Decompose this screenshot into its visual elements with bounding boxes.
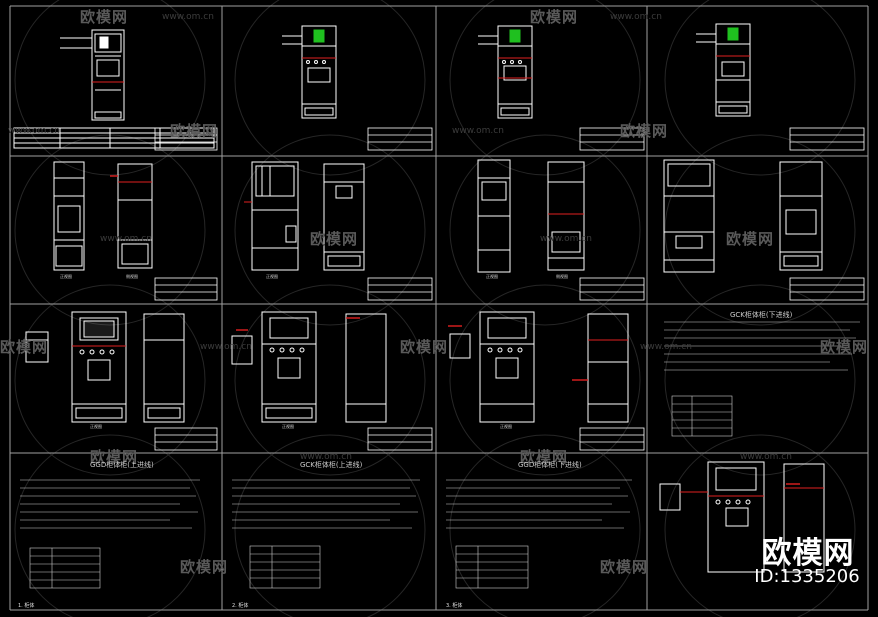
watermark-text: 欧模网 [310, 230, 359, 248]
cabinet-front-4 [696, 23, 751, 117]
panel-note-title: GGD柜体柜(下进线) [518, 461, 582, 469]
notes-sheet-1 [20, 479, 200, 589]
watermark-url: www.om.cn [540, 234, 592, 244]
page-footer-label: 1. 柜体 [18, 603, 35, 609]
panel-note-title: GCK柜体柜(下进线) [730, 311, 793, 319]
watermark-text: 欧模网 [600, 558, 649, 576]
watermark-text: 欧模网 [80, 8, 129, 26]
watermark-text: 欧模网 [726, 230, 775, 248]
panel-note-title: GCK柜体柜(上进线) [300, 461, 363, 469]
watermark-text: 欧模网 [620, 122, 669, 140]
title-blocks-row2 [154, 277, 865, 301]
view-label: 正视图 [60, 274, 72, 279]
watermark-url: www.om.cn [200, 342, 252, 352]
cabinet-pair-4 [663, 159, 823, 273]
view-label: 侧视图 [126, 274, 138, 279]
watermark-url: www.om.cn [100, 234, 152, 244]
watermark-text: 欧模网 [820, 338, 869, 356]
panel-note-title: GGD柜体柜(上进线) [90, 461, 154, 469]
cabinet-pair-1 [53, 161, 153, 271]
cabinet-front-3 [478, 25, 533, 119]
notes-sheet-3 [446, 479, 632, 589]
view-label: 正视图 [90, 424, 102, 429]
cabinet-large-2 [231, 311, 387, 423]
title-blocks-row1 [154, 127, 865, 151]
page-footer-label: 2. 柜体 [232, 603, 249, 609]
watermark-url: www.om.cn [452, 126, 504, 136]
cabinet-large-4 [659, 461, 825, 573]
watermark-text: 欧模网 [520, 448, 569, 466]
notes-block-row3 [664, 321, 860, 437]
watermark-text: 欧模网 [170, 122, 219, 140]
cabinet-pair-2 [244, 161, 365, 271]
title-blocks-row3 [154, 427, 645, 451]
sheet-grid [9, 5, 869, 611]
view-label: 正视图 [266, 274, 278, 279]
view-label: 正视图 [282, 424, 294, 429]
watermark-url: www.om.cn [300, 452, 352, 462]
watermark-url: www.om.cn [162, 12, 214, 22]
watermark-url: www.om.cn [640, 342, 692, 352]
cabinet-large-3 [449, 311, 629, 423]
watermark-text: 欧模网 [180, 558, 229, 576]
watermark-url: www.om.cn [610, 12, 662, 22]
construction-circles [14, 0, 856, 617]
watermark-url: www.om.cn [740, 452, 792, 462]
watermark-text: 欧模网 [0, 338, 49, 356]
page-footer-label: 3. 柜体 [446, 603, 463, 609]
view-label: 正视图 [486, 274, 498, 279]
cabinet-front-1 [13, 29, 215, 149]
brand-id: ID:1335206 [754, 566, 860, 587]
view-label: 正视图 [500, 424, 512, 429]
cabinet-front-2 [282, 25, 337, 119]
notes-sheet-2 [232, 479, 420, 589]
cabinet-large-1 [25, 311, 185, 423]
watermark-text: 欧模网 [530, 8, 579, 26]
brand-logo-text: 欧模网 [761, 536, 855, 571]
watermark-text: 欧模网 [90, 448, 139, 466]
view-label: 侧视图 [556, 274, 568, 279]
red-leader-marks [110, 175, 800, 485]
watermark-url: www.om.cn [8, 126, 60, 136]
cabinet-pair-3 [477, 159, 585, 273]
watermark-text: 欧模网 [400, 338, 449, 356]
